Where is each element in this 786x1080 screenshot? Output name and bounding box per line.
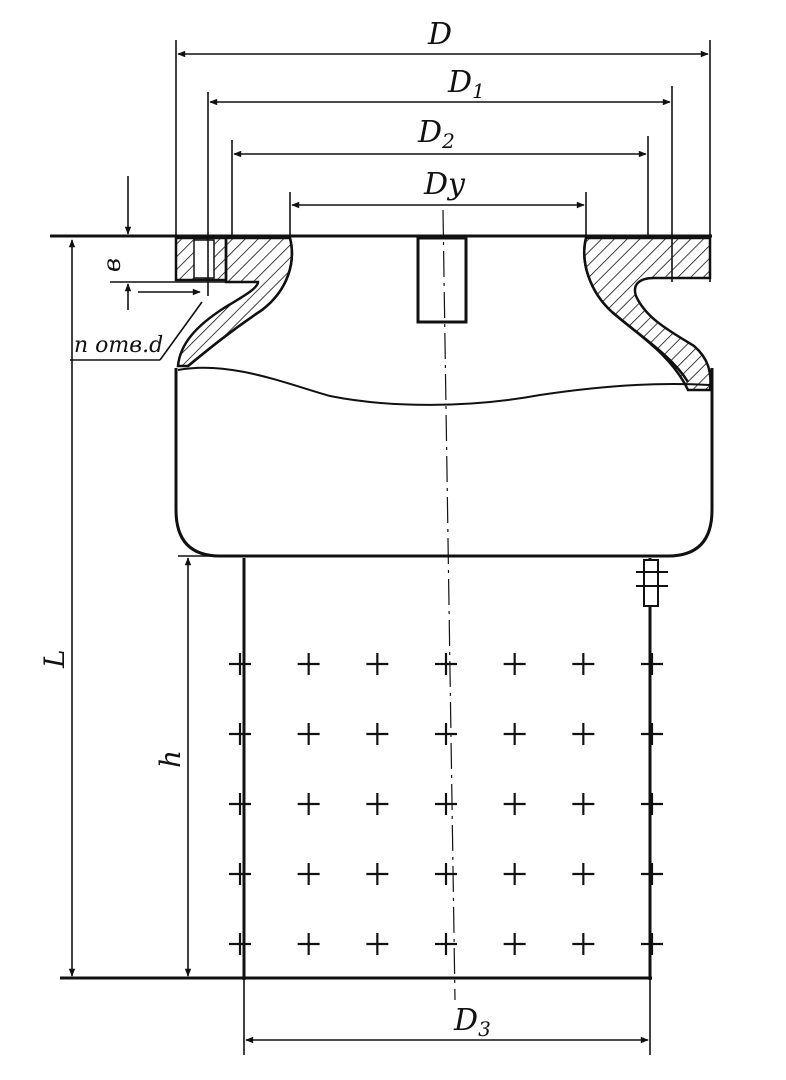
label-D1: D1 [447, 65, 485, 103]
perforation-mark [503, 863, 526, 885]
center-plug [416, 236, 468, 324]
perforation-mark [641, 933, 663, 955]
perforation-mark [572, 933, 595, 955]
left-flange-section [174, 236, 294, 368]
label-holes: n отв.d [74, 333, 163, 358]
perforation-mark [297, 723, 320, 745]
perforation-mark [435, 723, 457, 745]
perforation-mark [366, 863, 389, 885]
right-flange-section [583, 236, 712, 392]
screen-perforations [229, 653, 663, 955]
perforation-mark [435, 653, 457, 675]
screen-cylinder [60, 555, 668, 980]
perforation-mark [229, 863, 251, 885]
perforation-mark [297, 793, 320, 815]
perforation-mark [435, 793, 457, 815]
perforation-mark [229, 653, 251, 675]
center-axis [442, 209, 456, 1001]
perforation-mark [503, 933, 526, 955]
perforation-mark [503, 793, 526, 815]
label-L: L [38, 649, 71, 669]
dimension-lines [68, 40, 711, 1055]
perforation-mark [503, 723, 526, 745]
label-h: h [154, 750, 187, 768]
perforation-mark [572, 723, 595, 745]
perforation-mark [366, 723, 389, 745]
label-D3: D3 [453, 1003, 491, 1041]
perforation-mark [435, 933, 457, 955]
perforation-mark [641, 793, 663, 815]
perforation-mark [641, 723, 663, 745]
label-D2: D2 [417, 115, 455, 153]
label-D: D [427, 17, 452, 52]
perforation-mark [297, 863, 320, 885]
perforation-mark [503, 653, 526, 675]
perforation-mark [366, 933, 389, 955]
perforation-mark [229, 723, 251, 745]
perforation-mark [229, 933, 251, 955]
perforation-mark [366, 653, 389, 675]
perforation-mark [366, 793, 389, 815]
perforation-mark [229, 793, 251, 815]
perforation-mark [297, 933, 320, 955]
perforation-mark [572, 793, 595, 815]
perforation-mark [297, 653, 320, 675]
perforation-mark [641, 653, 663, 675]
label-Dy: Dy [423, 167, 466, 202]
perforation-mark [572, 863, 595, 885]
label-b: в [98, 258, 126, 272]
perforation-mark [572, 653, 595, 675]
perforation-mark [641, 863, 663, 885]
